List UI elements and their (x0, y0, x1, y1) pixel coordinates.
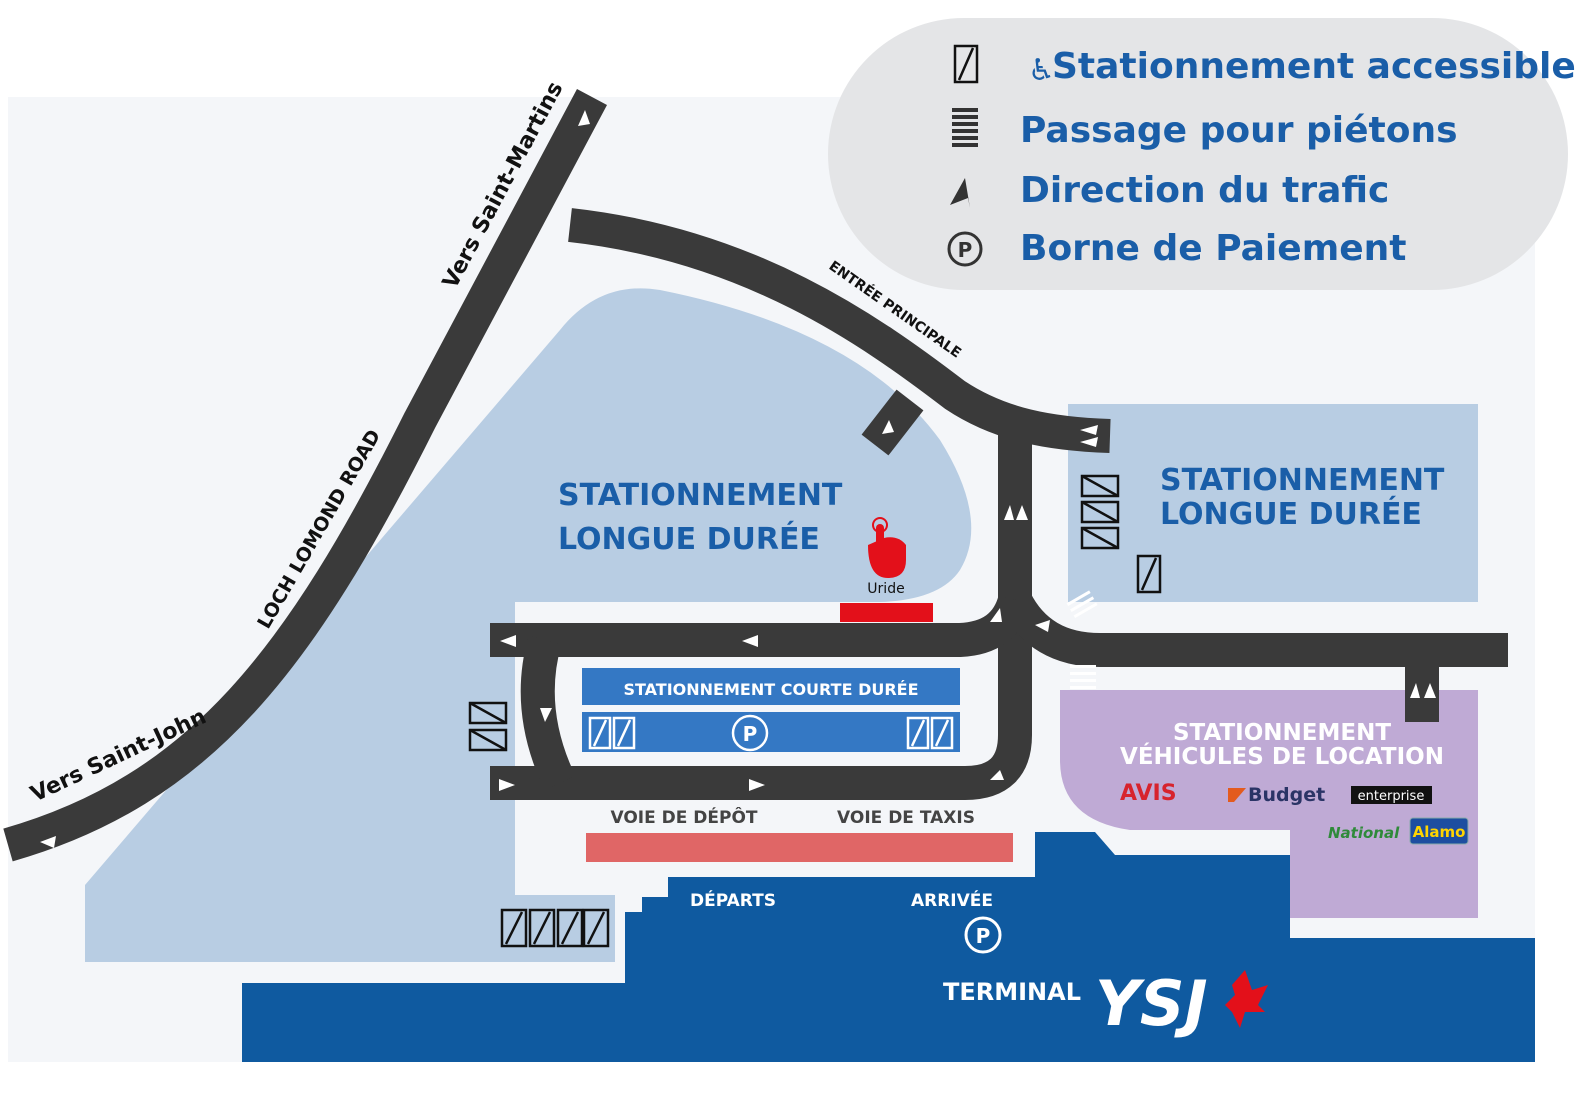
uride-label: Uride (867, 581, 904, 597)
terminal-building (242, 832, 1535, 1062)
legend-direction-label: Direction du trafic (1020, 170, 1389, 211)
payment-terminal-icon[interactable] (964, 916, 1002, 954)
long-term-left-label-1: STATIONNEMENT (558, 478, 843, 513)
crosswalk-icon (1066, 590, 1098, 689)
rental-parking[interactable] (1060, 690, 1478, 918)
uride-pickup-zone (840, 603, 933, 622)
long-term-right-label-1: STATIONNEMENT (1160, 463, 1445, 498)
uride-hand-icon (868, 517, 906, 578)
payment-terminal-label: P (976, 924, 991, 948)
long-term-parking-left[interactable] (85, 288, 972, 962)
short-term-label: STATIONNEMENT COURTE DURÉE (623, 680, 918, 699)
arrivals-label: ARRIVÉE (911, 889, 993, 911)
maple-leaf-icon (1225, 970, 1268, 1028)
alamo-logo-bg (1409, 817, 1469, 845)
taxi-lane-label: VOIE DE TAXIS (837, 808, 975, 828)
accessible-parking-icon (468, 474, 1162, 948)
short-term-parking-header[interactable] (582, 668, 960, 705)
long-term-left-label-2: LONGUE DURÉE (558, 521, 820, 557)
svg-text:♿: ♿ (1028, 53, 1055, 88)
short-term-parking-stalls[interactable] (582, 712, 960, 752)
road-network (3, 89, 1508, 862)
legend-labels: Stationnement accessible Passage pour pi… (1020, 46, 1576, 269)
legend-accessible-label: Stationnement accessible (1052, 46, 1576, 87)
legend-crosswalk-label: Passage pour piétons (1020, 110, 1458, 151)
drop-off-lane-label: VOIE DE DÉPÔT (610, 806, 757, 828)
legend-payment-label: Borne de Paiement (1020, 228, 1406, 269)
avis-logo: AVIS (1120, 781, 1177, 806)
traffic-direction-arrows (40, 110, 1436, 848)
drop-off-taxi-curb (586, 833, 1013, 862)
legend-icons: P ♿ (947, 44, 1055, 267)
legend-panel (828, 18, 1568, 290)
departures-label: DÉPARTS (690, 889, 776, 911)
svg-text:P: P (958, 238, 973, 262)
terminal-label: TERMINAL (943, 978, 1081, 1006)
budget-logo-mark (1228, 788, 1246, 802)
enterprise-logo: enterprise (1358, 789, 1425, 804)
enterprise-logo-bg (1351, 786, 1432, 804)
rental-label-1: STATIONNEMENT (1173, 720, 1391, 746)
budget-logo: Budget (1248, 784, 1325, 806)
long-term-parking-right[interactable] (1068, 404, 1478, 602)
ysj-logo: YSJ (1095, 967, 1208, 1040)
national-logo: National (1328, 824, 1400, 842)
accessible-parking-icon (588, 714, 954, 752)
alamo-logo: Alamo (1413, 823, 1466, 841)
rental-label-2: VÉHICULES DE LOCATION (1120, 742, 1444, 770)
payment-terminal-icon: P (743, 722, 758, 746)
long-term-right-label-2: LONGUE DURÉE (1160, 496, 1422, 532)
